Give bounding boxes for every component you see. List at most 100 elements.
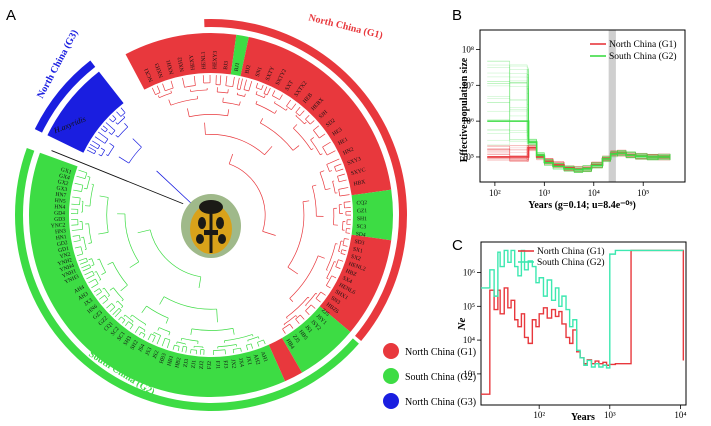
branch-south-g2-stem	[130, 315, 132, 317]
branch-south-g2-stem	[191, 329, 192, 335]
branch-north-g1-arc	[337, 176, 339, 182]
branch-south-g2-arc	[113, 262, 128, 285]
branch-north-g1-arc	[320, 172, 325, 189]
legend-label-north-g3: North China (G3)	[405, 397, 476, 408]
branch-north-g1-arc	[313, 130, 319, 138]
branch-south-g2-stem	[121, 285, 128, 291]
branch-south-g2-leaf	[118, 317, 120, 320]
branch-north-g1-arc	[286, 297, 308, 317]
branch-north-g1-stem	[320, 171, 324, 173]
panel-label-c: C	[452, 237, 463, 254]
legend-label-c-north: North China (G1)	[537, 246, 605, 257]
branch-south-g2-stem	[107, 299, 108, 300]
branch-south-g2-stem	[144, 330, 145, 332]
branch-north-g1-stem	[280, 99, 281, 100]
branch-south-g2-arc	[257, 340, 263, 342]
branch-north-g1-leaf	[250, 81, 252, 88]
branch-north-g1-leaf	[311, 120, 315, 123]
branch-north-g1-stem	[296, 316, 297, 317]
branch-south-g2-leaf	[91, 284, 97, 288]
branch-north-g3-stem	[124, 123, 127, 127]
branch-south-g2-stem	[88, 176, 91, 177]
legend-marker-north-g3	[383, 393, 399, 409]
branch-north-g3-arc	[129, 147, 142, 163]
branch-south-g2-leaf	[103, 300, 107, 304]
branch-north-g1-arc	[256, 94, 264, 97]
branch-north-g1-stem	[300, 115, 301, 116]
branch-north-g1-stem	[325, 189, 330, 190]
branch-north-g1-arc	[305, 119, 310, 124]
branch-south-g2-stem	[92, 275, 94, 276]
y-tick-label-c: 10³	[463, 369, 475, 379]
branch-south-g2-leaf	[84, 272, 91, 275]
branch-south-g2-stem	[91, 271, 92, 272]
branch-north-g3-stem	[99, 154, 102, 155]
branch-south-g2-arc	[82, 201, 83, 212]
tip-label: ZJ1	[191, 360, 198, 369]
branch-north-g1-leaf	[273, 90, 275, 94]
branch-south-g2-arc	[165, 338, 170, 340]
branch-north-g1-leaf	[343, 250, 346, 251]
branch-north-g3-stem	[106, 155, 108, 156]
tip-band-2	[241, 37, 392, 195]
branch-south-g2-leaf	[86, 276, 92, 279]
branch-north-g1-stem	[336, 267, 337, 268]
branch-north-g1-stem	[275, 110, 277, 113]
branch-south-g2-leaf	[258, 343, 259, 347]
branch-north-g1-arc	[327, 262, 335, 279]
branch-south-g2-stem	[83, 178, 85, 179]
branch-south-g2-stem	[160, 297, 164, 305]
branch-south-g2-leaf	[73, 190, 80, 191]
branch-north-g1-stem	[187, 108, 189, 116]
branch-south-g2-leaf	[96, 292, 101, 295]
branch-north-g1-stem	[264, 96, 265, 98]
branch-south-g2-arc	[174, 345, 179, 346]
tip-band-8	[47, 72, 123, 153]
branch-south-g2-leaf	[233, 350, 234, 353]
branch-north-g1-leaf	[332, 276, 336, 278]
tip-label: HENL1	[201, 51, 208, 69]
branch-north-g1-stem	[239, 102, 240, 106]
tip-label: HN5	[54, 198, 66, 205]
branch-north-g1-arc	[237, 89, 240, 90]
xlabel-c: Years	[571, 412, 595, 423]
branch-north-g1-stem	[229, 154, 233, 164]
legend-label-north-g1: North China (G1)	[405, 347, 476, 358]
branch-south-g2-stem	[88, 243, 91, 244]
branch-south-g2-stem	[124, 315, 125, 316]
branch-north-g3-stem	[123, 116, 124, 118]
ylabel-b: Effective population size	[459, 57, 470, 162]
branch-north-g1-stem	[334, 166, 336, 167]
branch-north-g1-stem	[327, 278, 329, 279]
branch-south-g2-leaf	[75, 247, 80, 248]
branch-north-g1-stem	[318, 256, 325, 258]
branch-north-g1-arc	[244, 90, 249, 91]
branch-north-g1-stem	[300, 315, 301, 316]
branch-north-g1-stem	[245, 94, 246, 97]
branch-north-g1-stem	[312, 185, 316, 186]
branch-north-g1-arc	[272, 96, 279, 100]
branch-south-g2-arc	[147, 306, 169, 318]
branch-north-g1-stem	[311, 149, 313, 150]
branch-north-g3-stem	[99, 145, 100, 146]
branch-north-g3-arc	[121, 113, 125, 117]
branch-south-g2-leaf	[80, 262, 86, 264]
branch-north-g1-stem	[329, 171, 331, 172]
ladybird-beetle-icon	[181, 194, 241, 258]
branch-north-g1-leaf	[241, 79, 243, 87]
branch-north-g1-stem	[313, 129, 314, 130]
branch-north-g3-leaf	[106, 123, 113, 129]
branch-north-g1-arc	[339, 189, 340, 196]
branch-south-g2-leaf	[135, 328, 138, 333]
xlabel-b: Years (g=0.14; u=8.4e⁻⁰⁹)	[528, 200, 636, 211]
branch-south-g2-arc	[105, 295, 108, 299]
branch-north-g1-stem	[321, 292, 322, 293]
branch-south-g2-leaf	[186, 349, 187, 353]
branch-north-g3-arc	[118, 117, 125, 124]
branch-north-g1-stem	[288, 267, 298, 274]
branch-north-g3-stem	[94, 150, 96, 151]
branch-south-g2-stem	[118, 308, 119, 309]
branch-south-g2-arc	[139, 327, 145, 331]
branch-south-g2-arc	[87, 177, 90, 189]
branch-north-g1-arc	[342, 221, 343, 230]
